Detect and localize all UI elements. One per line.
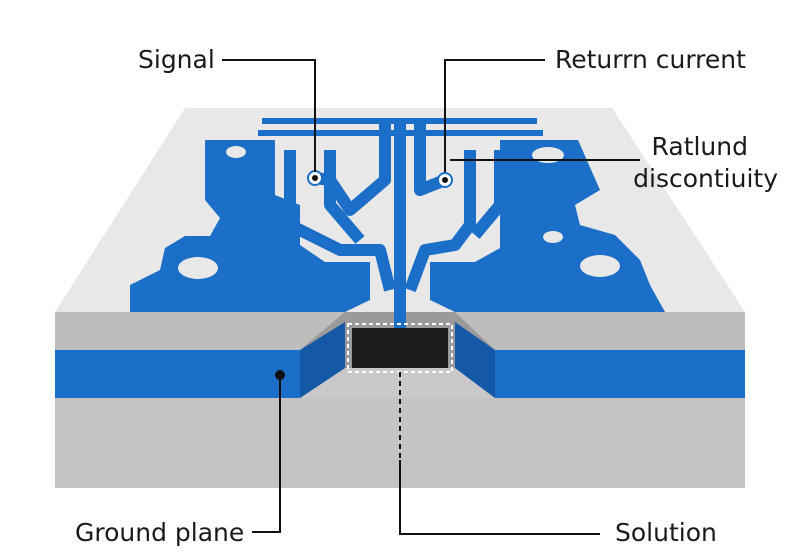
ground-plane-dot bbox=[275, 370, 285, 380]
ground-plane-leader bbox=[252, 380, 281, 533]
notch-left-wall bbox=[300, 322, 345, 398]
ground-plane-left bbox=[55, 350, 300, 398]
signal-leader bbox=[222, 59, 316, 172]
notch-right-wall bbox=[455, 322, 495, 398]
ratlund-label-line2: discontiuity bbox=[633, 164, 778, 193]
trace-left-inner bbox=[324, 150, 365, 244]
trace-loop-right bbox=[404, 150, 476, 293]
via-hole bbox=[580, 255, 620, 277]
ground-plane-right bbox=[495, 350, 745, 398]
via-hole bbox=[178, 257, 218, 279]
solution-label: Solution bbox=[615, 518, 717, 547]
return-current-leader bbox=[444, 59, 545, 172]
solution-component bbox=[352, 328, 448, 368]
trace-loop-left bbox=[284, 150, 396, 292]
return-current-label: Returrn current bbox=[555, 45, 746, 74]
via-hole bbox=[543, 231, 563, 243]
solution-leader bbox=[399, 460, 600, 535]
signal-label: Signal bbox=[138, 45, 215, 74]
ratlund-label-line1: Ratlund bbox=[651, 132, 748, 161]
return-trace bbox=[414, 118, 448, 196]
via-hole bbox=[226, 146, 246, 158]
ground-plane-label: Ground plane bbox=[75, 518, 245, 547]
signal-via-dot bbox=[312, 175, 318, 181]
return-via-dot bbox=[442, 177, 448, 183]
trace-right-inner bbox=[470, 150, 506, 239]
